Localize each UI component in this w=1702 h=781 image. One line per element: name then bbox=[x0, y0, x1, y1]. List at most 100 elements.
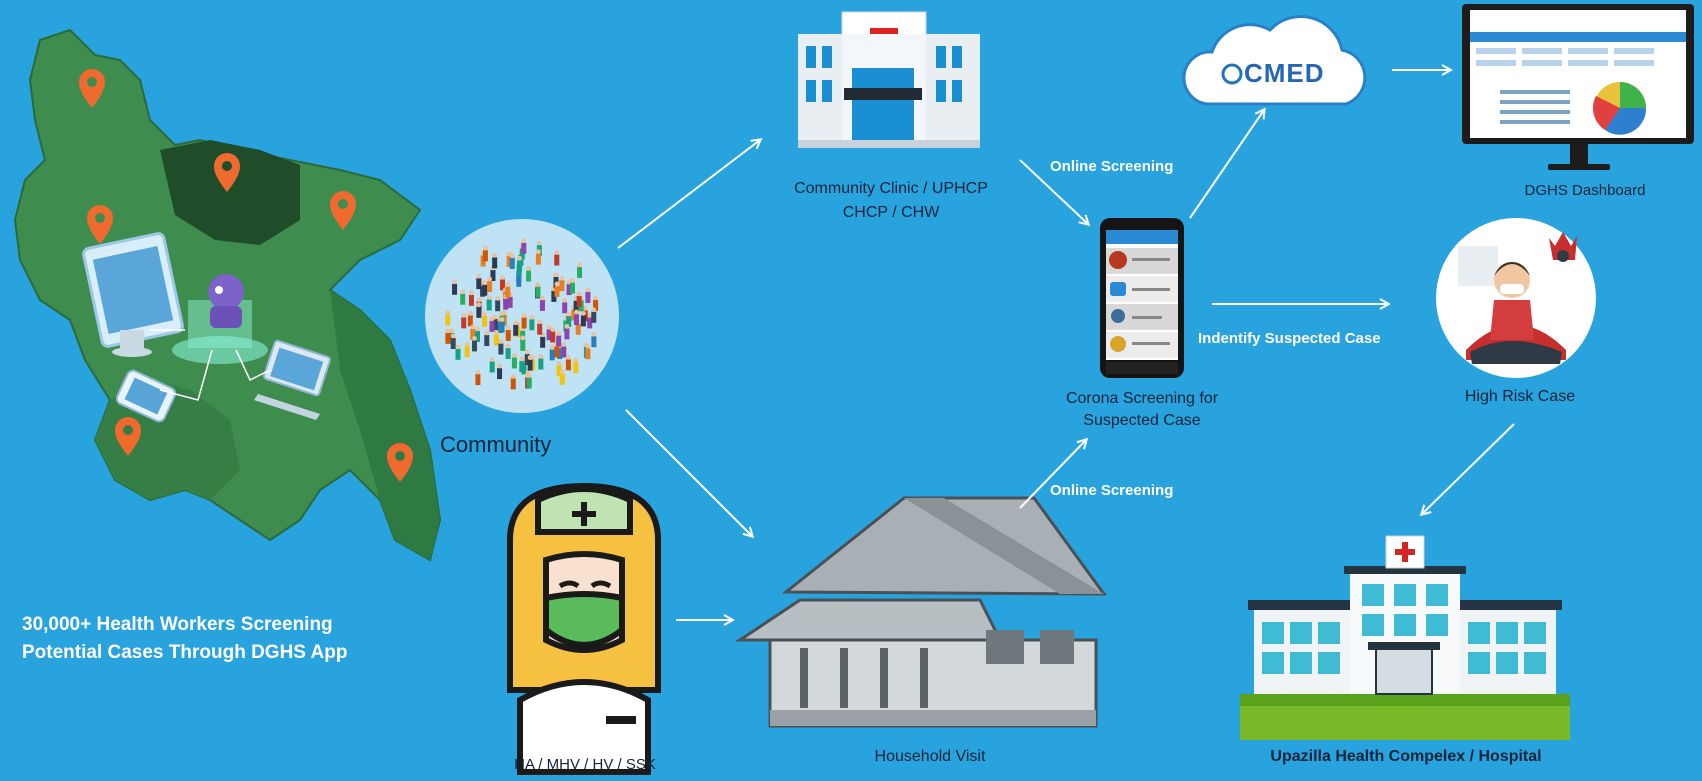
dashboard-label: DGHS Dashboard bbox=[1524, 182, 1646, 199]
cloud-brand-label: CMED bbox=[1244, 58, 1325, 88]
patient-icon bbox=[1436, 218, 1596, 378]
crowd-person bbox=[556, 365, 562, 377]
crowd-person bbox=[559, 373, 565, 385]
crowd-person bbox=[452, 283, 458, 295]
crowd-person-head bbox=[570, 278, 575, 283]
crowd-person-head bbox=[566, 311, 572, 317]
crowd-person bbox=[537, 323, 543, 335]
crowd-person bbox=[591, 336, 597, 348]
crowd-person bbox=[505, 329, 511, 341]
crowd-person bbox=[445, 332, 451, 344]
crowd-person bbox=[445, 314, 451, 326]
crowd-person bbox=[475, 374, 481, 386]
crowd-person bbox=[492, 257, 498, 269]
crowd-person-head bbox=[493, 330, 499, 335]
crowd-person bbox=[464, 346, 470, 358]
crowd-person-head bbox=[538, 354, 544, 359]
crowd-person bbox=[498, 343, 504, 355]
crowd-person bbox=[591, 311, 597, 323]
arrow-clinic-to-screening bbox=[1019, 159, 1088, 224]
crowd-person bbox=[529, 319, 535, 331]
clinic-label-line2: CHCP / CHW bbox=[842, 204, 940, 221]
crowd-person bbox=[561, 346, 567, 358]
crowd-person-head bbox=[495, 295, 501, 301]
crowd-person bbox=[519, 248, 525, 260]
crowd-person bbox=[510, 378, 516, 390]
crowd-person-head bbox=[593, 295, 599, 301]
crowd-person-head bbox=[505, 282, 511, 288]
crowd-person bbox=[540, 336, 546, 348]
crowd-person-head bbox=[554, 250, 560, 255]
arrow-community-to-household bbox=[625, 409, 752, 536]
crowd-person bbox=[472, 340, 478, 352]
robot-icon bbox=[172, 274, 268, 364]
crowd-person-head bbox=[536, 240, 542, 246]
crowd-person-head bbox=[482, 245, 488, 251]
crowd-person bbox=[551, 290, 557, 302]
crowd-person bbox=[576, 295, 582, 307]
crowd-person-head bbox=[476, 273, 482, 279]
clinic-label-line1: Community Clinic / UPHCP bbox=[794, 180, 988, 197]
crowd-person bbox=[546, 329, 552, 341]
crowd-person bbox=[490, 269, 496, 281]
crowd-person bbox=[489, 361, 495, 373]
crowd-person bbox=[538, 358, 544, 370]
crowd-person-head bbox=[505, 325, 511, 331]
crowd-person-head bbox=[527, 355, 533, 361]
household-label: Household Visit bbox=[874, 748, 986, 765]
flow-arrows bbox=[617, 70, 1515, 620]
crowd-person bbox=[554, 254, 560, 266]
crowd-person-head bbox=[482, 311, 488, 317]
crowd-person-head bbox=[455, 344, 461, 350]
crowd-person bbox=[476, 278, 482, 290]
crowd-person-head bbox=[492, 252, 498, 258]
crowd-person bbox=[486, 299, 492, 311]
crowd-person-head bbox=[499, 310, 505, 316]
crowd-person-head bbox=[549, 344, 555, 350]
crowd-person bbox=[565, 359, 571, 371]
crowd-person-head bbox=[499, 317, 505, 322]
crowd-person-head bbox=[564, 323, 570, 329]
left-caption-line2: Potential Cases Through DGHS App bbox=[22, 642, 348, 663]
edge-online-screening-bottom: Online Screening bbox=[1050, 482, 1174, 499]
crowd-person-head bbox=[585, 343, 591, 349]
crowd-person bbox=[570, 282, 576, 294]
crowd-person bbox=[521, 242, 527, 254]
crowd-person bbox=[487, 281, 493, 293]
crowd-person-head bbox=[556, 361, 562, 366]
crowd-person-head bbox=[591, 307, 597, 313]
crowd-person bbox=[484, 335, 490, 347]
crowd-person bbox=[505, 348, 511, 360]
crowd-person bbox=[521, 317, 527, 329]
crowd-person bbox=[577, 266, 583, 278]
crowd-person bbox=[516, 271, 522, 283]
crowd-person bbox=[461, 317, 467, 329]
crowd-person-head bbox=[546, 324, 552, 330]
crowd-person bbox=[513, 324, 519, 336]
crowd-person-head bbox=[537, 319, 543, 325]
crowd-person bbox=[503, 298, 509, 310]
crowd-person-head bbox=[489, 357, 495, 362]
crowd-person-head bbox=[513, 320, 519, 326]
crowd-person bbox=[580, 315, 586, 327]
high-risk-label: High Risk Case bbox=[1464, 388, 1576, 405]
crowd-person bbox=[489, 320, 495, 332]
crowd-person bbox=[517, 260, 523, 272]
crowd-person-head bbox=[510, 373, 516, 379]
crowd-person-head bbox=[497, 363, 502, 369]
crowd-person bbox=[495, 300, 501, 312]
health-worker-label: HA / MHV / HV / SSK bbox=[514, 756, 656, 773]
crowd-person-head bbox=[556, 331, 562, 336]
crowd-person bbox=[526, 270, 532, 282]
crowd-person-head bbox=[540, 295, 545, 301]
crowd-person bbox=[549, 349, 555, 361]
crowd-person-head bbox=[475, 326, 480, 332]
crowd-person-head bbox=[553, 272, 559, 278]
crowd-person-head bbox=[452, 279, 457, 285]
computer-icon bbox=[82, 232, 184, 357]
crowd-person-head bbox=[559, 275, 565, 281]
crowd-person-head bbox=[461, 312, 467, 318]
crowd-person bbox=[450, 337, 456, 349]
edge-online-screening-top: Online Screening bbox=[1050, 158, 1174, 175]
